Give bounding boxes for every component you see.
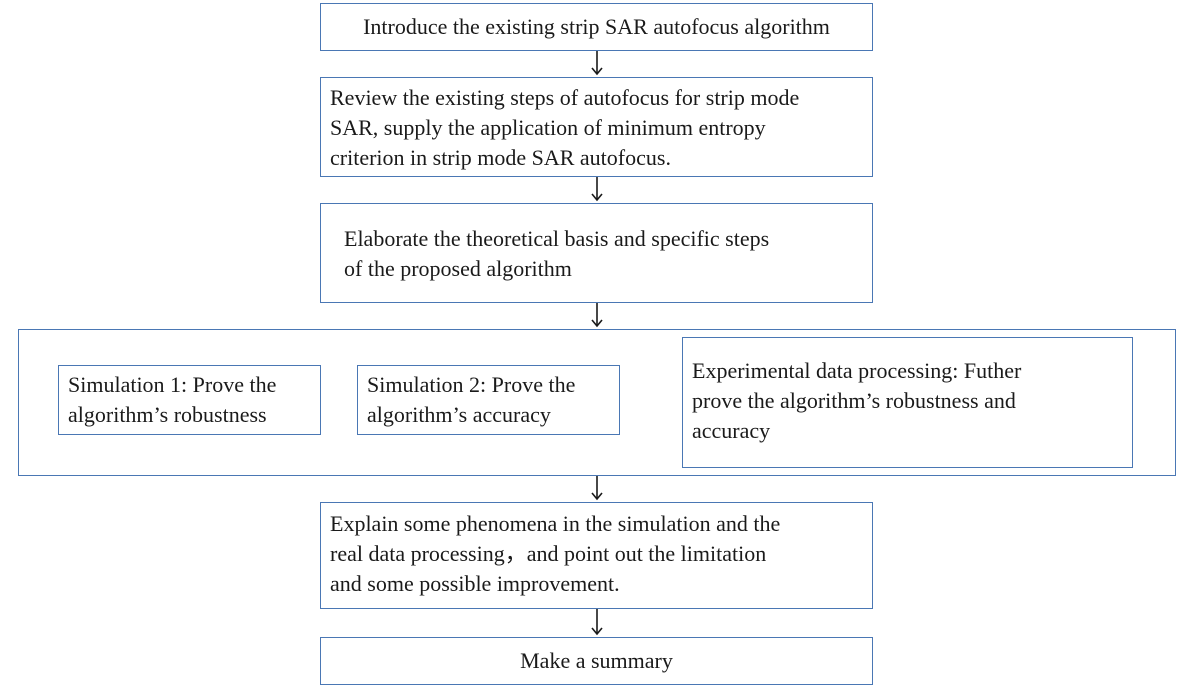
simulation-2-line-1: Simulation 2: Prove the [367, 372, 576, 397]
step-elaborate-box: Elaborate the theoretical basis and spec… [320, 203, 873, 303]
simulation-1-line-2: algorithm’s robustness [68, 402, 267, 427]
step-explain-line-3: and some possible improvement. [330, 571, 620, 596]
simulation-2-box: Simulation 2: Prove the algorithm’s accu… [357, 365, 620, 435]
arrow-5-to-6-icon [591, 609, 603, 636]
experimental-processing-line-3: accuracy [692, 418, 771, 443]
arrow-2-to-3-icon [591, 177, 603, 202]
experimental-processing-line-2: prove the algorithm’s robustness and [692, 388, 1016, 413]
simulation-2-line-2: algorithm’s accuracy [367, 402, 551, 427]
step-explain-line-2: real data processing，and point out the l… [330, 541, 767, 566]
step-introduce-text: Introduce the existing strip SAR autofoc… [363, 14, 830, 39]
arrow-3-to-group-icon [591, 303, 603, 328]
experimental-processing-line-1: Experimental data processing: Futher [692, 358, 1022, 383]
step-explain-line-1: Explain some phenomena in the simulation… [330, 511, 781, 536]
arrow-group-to-5-icon [591, 476, 603, 501]
simulation-1-line-1: Simulation 1: Prove the [68, 372, 277, 397]
step-elaborate-line-1: Elaborate the theoretical basis and spec… [344, 226, 770, 251]
simulation-1-box: Simulation 1: Prove the algorithm’s robu… [58, 365, 321, 435]
step-elaborate-line-2: of the proposed algorithm [344, 256, 572, 281]
experimental-processing-box: Experimental data processing: Futher pro… [682, 337, 1133, 468]
step-review-line-2: SAR, supply the application of minimum e… [330, 115, 766, 140]
step-summary-box: Make a summary [320, 637, 873, 685]
step-introduce-box: Introduce the existing strip SAR autofoc… [320, 3, 873, 51]
arrow-1-to-2-icon [591, 51, 603, 76]
step-explain-box: Explain some phenomena in the simulation… [320, 502, 873, 609]
step-review-line-3: criterion in strip mode SAR autofocus. [330, 145, 671, 170]
step-review-box: Review the existing steps of autofocus f… [320, 77, 873, 177]
step-review-line-1: Review the existing steps of autofocus f… [330, 85, 800, 110]
step-summary-text: Make a summary [520, 648, 673, 673]
